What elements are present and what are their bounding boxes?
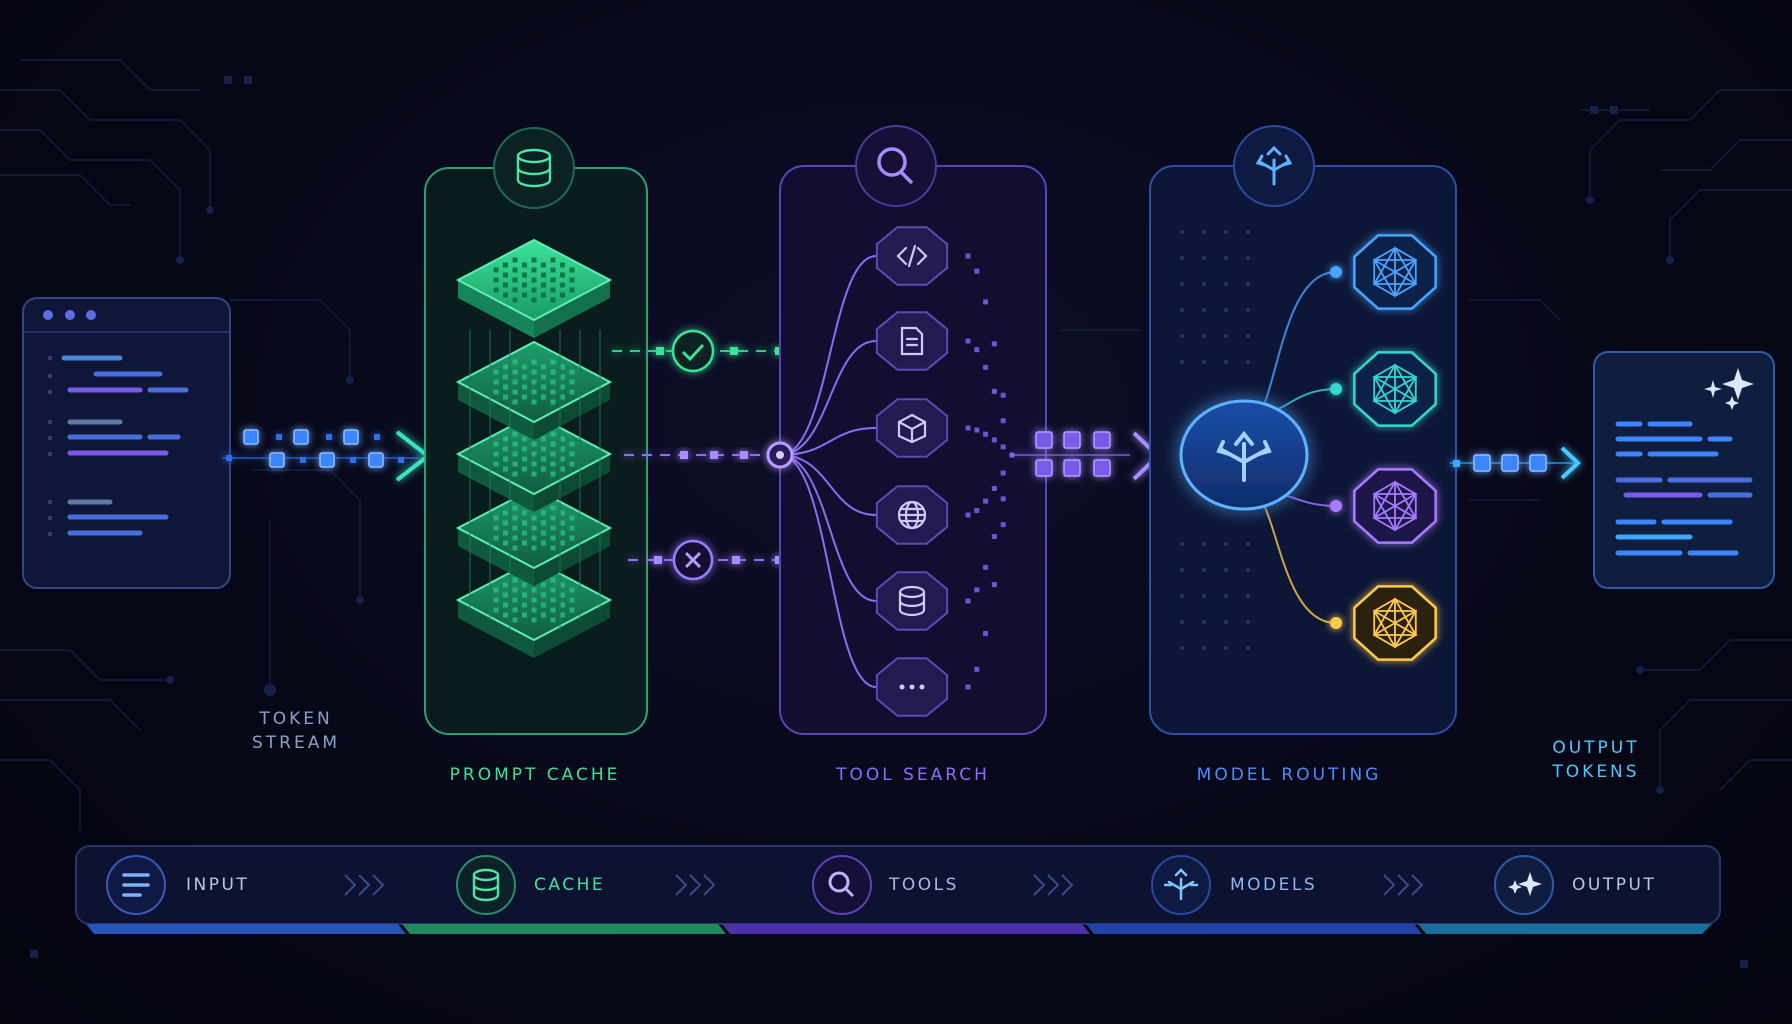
database-icon (898, 585, 926, 617)
polyhedron-icon (1372, 246, 1418, 298)
prompt-cache-panel (424, 127, 648, 735)
cube-icon (897, 413, 927, 444)
sparkle-icon (1508, 872, 1542, 896)
lines-icon (122, 873, 150, 897)
more-icon (899, 684, 925, 690)
polyhedron-icon (1372, 597, 1418, 649)
pipeline-cache-label[interactable]: CACHE (534, 875, 606, 895)
prompt-cache-label: PROMPT CACHE (449, 765, 621, 785)
token-stream-line-1: TOKEN (259, 709, 333, 729)
sparkle-icon (1704, 368, 1754, 410)
tool-node[interactable] (875, 398, 949, 458)
tool-search-label: TOOL SEARCH (836, 765, 990, 785)
tool-node[interactable] (875, 311, 949, 371)
pipeline-input-label[interactable]: INPUT (186, 875, 250, 895)
token-stream-label: TOKEN STREAM (236, 707, 356, 755)
model-node-purple[interactable] (1353, 468, 1437, 544)
token-stream-arrow (222, 429, 432, 482)
output-tokens-line-2: TOKENS (1552, 762, 1640, 782)
input-document-card (22, 297, 231, 589)
output-tokens-line-1: OUTPUT (1552, 738, 1640, 758)
check-icon (681, 343, 705, 362)
cache-layer (455, 558, 613, 658)
database-icon (516, 148, 552, 188)
cache-pass-connector (624, 451, 772, 459)
database-icon (472, 868, 500, 902)
model-node-gold[interactable] (1353, 585, 1437, 661)
model-node-teal[interactable] (1353, 351, 1437, 427)
input-stage-icon[interactable] (106, 855, 166, 915)
cache-layer (455, 486, 613, 586)
cache-layer (455, 238, 613, 338)
cache-layer (455, 412, 613, 512)
pipeline-bar (75, 845, 1721, 934)
model-routing-label: MODEL ROUTING (1196, 765, 1382, 785)
cache-layer (455, 340, 613, 440)
pipeline-output-label[interactable]: OUTPUT (1572, 875, 1657, 895)
routing-icon (1163, 868, 1199, 901)
globe-icon (897, 500, 927, 530)
token-stream-line-2: STREAM (251, 733, 341, 753)
output-token-arrow (1450, 446, 1581, 480)
cache-stage-icon[interactable] (456, 855, 516, 915)
tool-node[interactable] (875, 485, 949, 545)
polyhedron-icon (1372, 480, 1418, 532)
code-icon (896, 244, 928, 268)
document-icon (900, 326, 924, 356)
polyhedron-icon (1372, 363, 1418, 415)
router-icon (1216, 430, 1272, 482)
search-icon (828, 871, 855, 898)
cache-hit-connector (612, 329, 783, 373)
cache-layer-stack (455, 238, 613, 658)
pipeline-models-label[interactable]: MODELS (1230, 875, 1318, 895)
pipeline-tools-label[interactable]: TOOLS (889, 875, 959, 895)
search-icon (877, 147, 914, 185)
routing-icon (1255, 145, 1293, 186)
tools-to-models-arrow (1010, 431, 1161, 481)
model-routing-panel (1149, 125, 1457, 735)
tools-stage-icon[interactable] (812, 855, 872, 915)
model-node-blue[interactable] (1353, 234, 1437, 310)
close-icon (684, 551, 702, 569)
cache-miss-connector (628, 539, 783, 581)
tool-node[interactable] (875, 657, 949, 717)
models-stage-icon[interactable] (1151, 855, 1211, 915)
output-stage-icon[interactable] (1494, 855, 1554, 915)
tool-node[interactable] (875, 226, 949, 286)
output-tokens-label: OUTPUT TOKENS (1540, 736, 1652, 784)
tool-search-panel (766, 125, 1047, 735)
output-document-card (1593, 351, 1775, 589)
tool-node[interactable] (875, 571, 949, 631)
